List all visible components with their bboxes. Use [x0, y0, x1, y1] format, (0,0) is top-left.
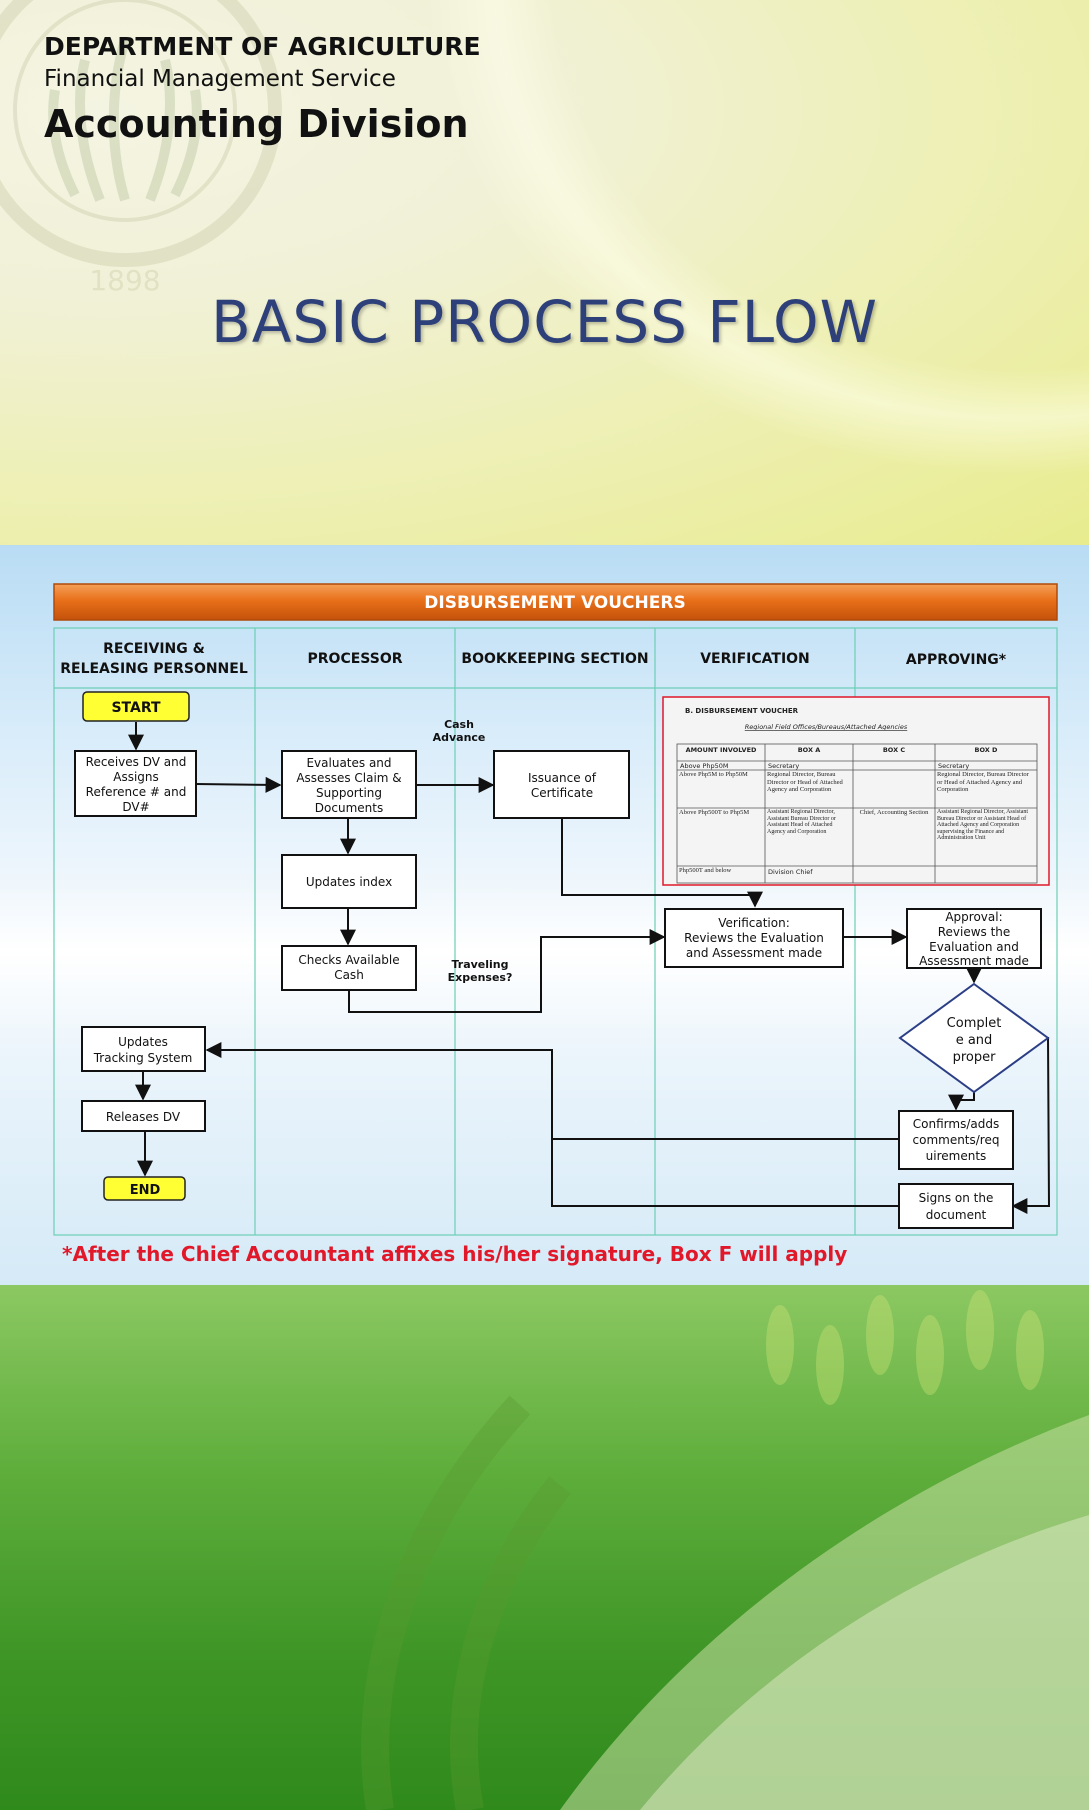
- verification-box: [664, 908, 844, 968]
- voucher-row-4-box-a: Division Chief: [768, 868, 813, 876]
- arrow-receives-evaluates: [195, 776, 282, 793]
- voucher-subheading: Regional Field Offices/Bureaus/Attached …: [745, 723, 908, 731]
- lane-header-receiving-1: RECEIVING &: [103, 641, 205, 657]
- releases-box: [81, 1100, 206, 1132]
- top-background: 1898: [0, 0, 1089, 545]
- voucher-row-3-box-a: Assistant Regional Director, Assistant B…: [767, 809, 836, 835]
- voucher-row-1-box-d: Secretary: [938, 762, 969, 770]
- voucher-col-box-a: BOX A: [798, 746, 821, 754]
- arrow-issuance-verification: [561, 818, 763, 908]
- voucher-document-image: B. DISBURSEMENT VOUCHER Regional Field O…: [662, 696, 1050, 886]
- end-label: END: [130, 1183, 161, 1198]
- start-terminal: [82, 691, 190, 722]
- voucher-row-2-box-a: Regional Director, Bureau Director or He…: [767, 771, 843, 793]
- confirms-box: [898, 1110, 1014, 1170]
- arrow-confirms-tracking: [205, 1042, 898, 1140]
- updates-index-box: [281, 854, 417, 909]
- bottom-swoosh: [361, 1290, 1089, 1810]
- checks-cash-box: [281, 945, 417, 991]
- footnote: *After the Chief Accountant affixes his/…: [62, 1242, 848, 1266]
- voucher-heading: B. DISBURSEMENT VOUCHER: [685, 707, 799, 715]
- voucher-row-4-amount: Php500T and below: [679, 867, 732, 874]
- evaluates-box: [281, 750, 417, 819]
- voucher-col-box-d: BOX D: [975, 746, 999, 754]
- signs-box: [898, 1183, 1014, 1229]
- approval-box: [906, 908, 1042, 969]
- voucher-col-amount: AMOUNT INVOLVED: [686, 746, 757, 754]
- lane-header-receiving-2: RELEASING PERSONNEL: [60, 661, 248, 677]
- arrow-diamond-confirms: [948, 1092, 975, 1111]
- voucher-row-3-box-d: Assistant Regional Director, Assistant B…: [937, 809, 1029, 842]
- seal-year: 1898: [89, 264, 160, 297]
- lane-header-verification: VERIFICATION: [700, 651, 810, 667]
- voucher-col-box-c: BOX C: [883, 746, 906, 754]
- receives-box: [74, 750, 197, 817]
- updates-index-text: Updates index: [306, 875, 392, 889]
- division-name: Accounting Division: [44, 102, 469, 146]
- lane-header-processor: PROCESSOR: [308, 651, 403, 667]
- voucher-row-3-box-c: Chief, Accounting Section: [859, 809, 929, 816]
- page-title: BASIC PROCESS FLOW: [210, 288, 879, 356]
- department-name: DEPARTMENT OF AGRICULTURE: [44, 32, 481, 61]
- line-signs-tracking: [551, 1139, 898, 1207]
- end-terminal: [103, 1176, 186, 1201]
- lane-header-bookkeeping: BOOKKEEPING SECTION: [461, 651, 648, 667]
- arrow-diamond-signs: [1011, 1036, 1051, 1214]
- arrow-checks-verification: [348, 929, 666, 1013]
- complete-decision-diamond: [898, 982, 1050, 1094]
- issuance-box: [493, 750, 630, 819]
- voucher-row-2-box-d: Regional Director, Bureau Director or He…: [937, 771, 1029, 793]
- voucher-row-2-amount: Above Php5M to Php50M: [679, 771, 748, 778]
- updates-tracking-box: [81, 1026, 206, 1072]
- banner-title: DISBURSEMENT VOUCHERS: [424, 593, 685, 613]
- releases-text: Releases DV: [106, 1110, 181, 1124]
- seal-watermark: 1898: [0, 0, 282, 297]
- voucher-row-3-amount: Above Php500T to Php5M: [679, 809, 750, 816]
- banner-bar: [53, 583, 1058, 621]
- voucher-row-1-amount: Above Php50M: [680, 762, 729, 770]
- bottom-background: [0, 1285, 1089, 1810]
- start-label: START: [111, 700, 161, 716]
- voucher-row-1-box-a: Secretary: [768, 762, 799, 770]
- service-name: Financial Management Service: [44, 66, 396, 92]
- lane-header-approving: APPROVING*: [906, 652, 1007, 668]
